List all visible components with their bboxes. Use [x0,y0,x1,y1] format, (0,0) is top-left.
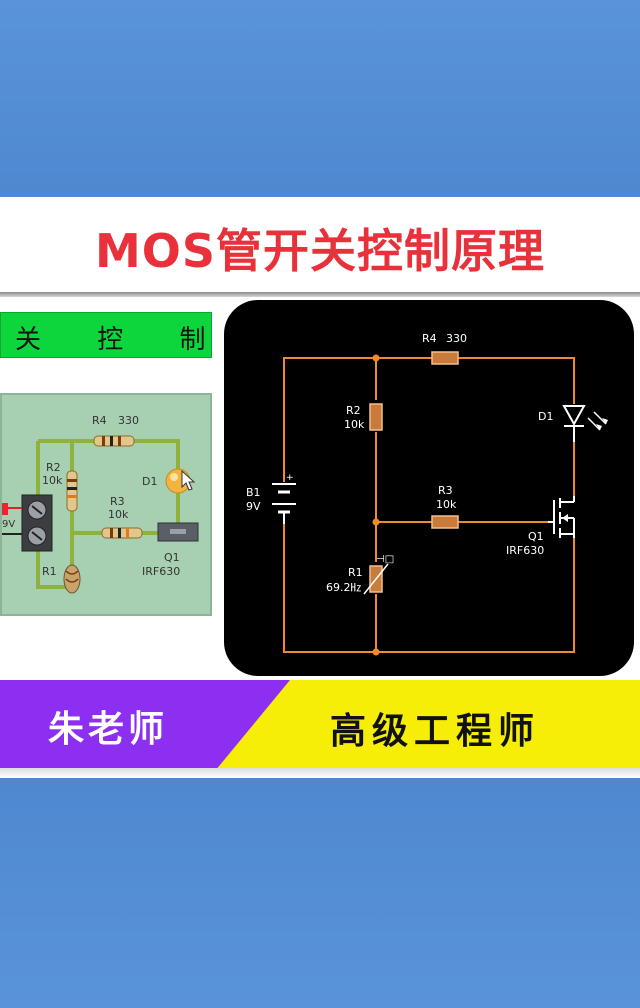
board-label-r2: R2 [46,461,61,474]
schem-label-r2: R2 [346,404,361,417]
r4-band [102,436,105,446]
schem-label-q1: Q1 [528,530,544,543]
schem-label-r3-value: 10k [436,498,457,511]
schem-label-r3: R3 [438,484,453,497]
ldr-arrow [363,563,389,595]
top-blue-band [0,0,640,197]
board-label-r3: R3 [110,495,125,508]
resistor-r3 [101,527,143,539]
schem-label-r1: R1 [348,566,363,579]
banner-shadow [0,768,640,778]
breadboard-drawing: R4 330 R2 10k R3 10k D1 Q1 IRF630 R1 9V [2,414,199,594]
board-label-r1: R1 [42,565,57,578]
mosfet-tab [170,529,186,534]
r2-band [67,479,77,482]
led-highlight [170,473,178,481]
schematic-r2 [369,403,383,431]
trace-top [38,439,180,533]
resistor-r2 [66,470,78,512]
bottom-blue-band [0,778,640,1008]
presenter-role: 高级工程师 [330,710,541,752]
control-label-text: 关 控 制 [15,325,230,355]
board-label-r4: R4 [92,414,107,427]
schem-label-b1: B1 [246,486,261,499]
schem-label-r2-value: 10k [344,418,365,431]
junction-dot [372,518,380,526]
board-label-battery: 9V [2,519,15,530]
schematic-led [562,405,608,442]
presenter-banner: 朱老师 高级工程师 [0,680,640,768]
board-label-r2-value: 10k [42,474,63,487]
trace-bottom [36,545,72,589]
schematic-mosfet [548,496,575,538]
r2-band [67,495,77,498]
mosfet-arrow [562,514,568,522]
schematic-drawing: ⊣□ + [246,332,608,656]
breadboard-circuit: R4 330 R2 10k R3 10k D1 Q1 IRF630 R1 9V [0,393,212,616]
r4-band [118,436,121,446]
junction-dot [372,648,380,656]
screw-slot [31,505,43,515]
schem-label-r4: R4 [422,332,437,345]
battery-plus-sign: + [286,473,294,483]
presenter-name: 朱老师 [48,708,169,750]
r3-band [118,528,121,538]
resistor-r4 [93,435,135,447]
schematic-panel: ⊣□ + [224,300,634,676]
ldr-symbol-icon: ⊣□ [376,554,394,565]
screw-slot [31,531,43,541]
board-label-q1-part: IRF630 [142,565,180,578]
schematic-battery [272,483,296,524]
r2-band [67,487,77,490]
r4-band [110,436,113,446]
board-label-r4-value: 330 [118,414,139,427]
schem-label-d1: D1 [538,410,553,423]
r3-band [110,528,113,538]
mouse-cursor-icon [181,469,196,491]
red-lead-tab [2,503,8,515]
schem-label-b1-value: 9V [246,500,261,513]
r3-band [126,528,129,538]
schem-label-r4-value: 330 [446,332,467,345]
ldr-track [65,570,79,583]
board-label-d1: D1 [142,475,157,488]
control-label-box: 关 控 制 [0,312,212,358]
schematic-wires [283,357,575,653]
schem-label-r1-value: 69.2㎐ [326,581,362,594]
schematic-r4 [431,351,459,365]
board-label-r3-value: 10k [108,508,129,521]
schem-label-q1-part: IRF630 [506,544,544,557]
junction-dot [372,354,380,362]
page-title: MOS管开关控制原理 [94,224,545,278]
schematic-r3 [431,515,459,529]
title-divider [0,292,640,297]
board-label-q1: Q1 [164,551,180,564]
banner-yellow-block [210,680,640,768]
